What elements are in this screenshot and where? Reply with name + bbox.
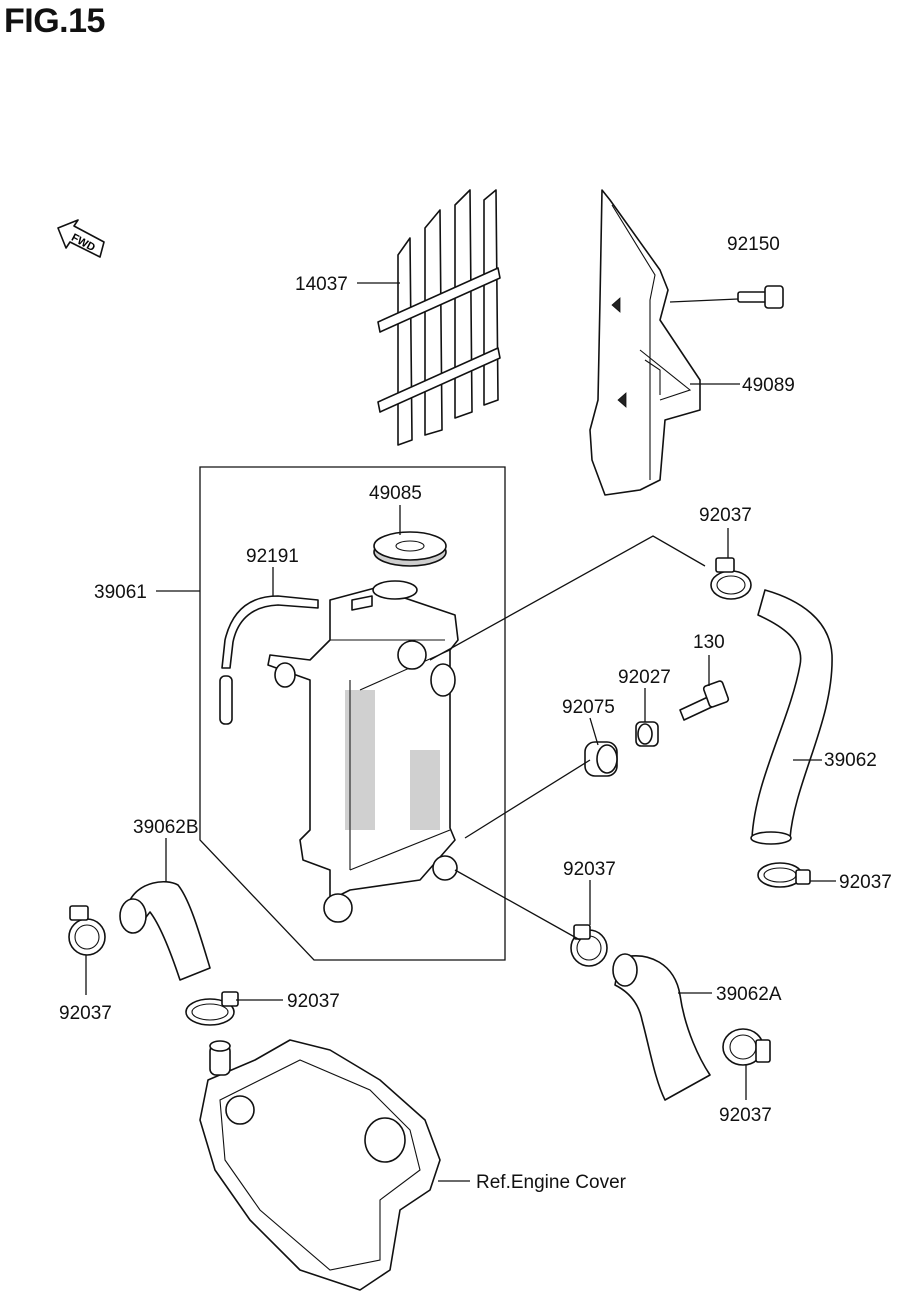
label-130: 130 [693,632,725,653]
label-92037-middle: 92037 [563,859,616,880]
fwd-arrow-icon: FWD [57,219,105,258]
grommet-92075 [584,741,618,777]
label-92027: 92027 [618,667,671,688]
hose-clamp-lower-right [722,1028,771,1066]
label-39062b: 39062B [133,817,199,838]
hose-39062b [119,881,211,981]
hose-clamp-right [757,862,811,888]
label-92075: 92075 [562,697,615,718]
label-92150: 92150 [727,234,780,255]
label-92037-right: 92037 [839,872,892,893]
label-49085: 49085 [369,483,422,504]
label-92037-upper: 92037 [699,505,752,526]
bolt-92150 [737,285,784,309]
figure-title: FIG.15 [4,2,105,40]
radiator-assembly-frame [199,466,506,961]
radiator-39061 [267,580,459,923]
hose-clamp-left [68,905,106,956]
hose-clamp-middle [570,924,608,967]
label-92191: 92191 [246,546,299,567]
label-ref-engine-cover: Ref.Engine Cover [476,1172,627,1193]
radiator-cap-49085 [373,531,447,567]
engine-cover [199,1039,441,1291]
label-49089: 49089 [742,375,795,396]
radiator-shroud [589,189,701,496]
breather-hose-92191 [219,595,319,725]
label-92037-left: 92037 [59,1003,112,1024]
label-39061: 39061 [94,582,147,603]
radiator-louver-guard [377,189,501,446]
label-39062a: 39062A [716,984,782,1005]
hose-clamp-lower-left [185,991,239,1026]
hose-39062 [750,589,833,845]
leader-lines [85,282,836,1182]
hose-clamp-upper [710,557,752,600]
label-92037-lower-right: 92037 [719,1105,772,1126]
label-14037: 14037 [295,274,348,295]
hose-39062a [612,953,711,1101]
fwd-label: FWD [69,232,97,254]
label-92037-lower-left: 92037 [287,991,340,1012]
collar-92027 [635,721,659,747]
bolt-130 [679,680,730,721]
label-39062: 39062 [824,750,877,771]
